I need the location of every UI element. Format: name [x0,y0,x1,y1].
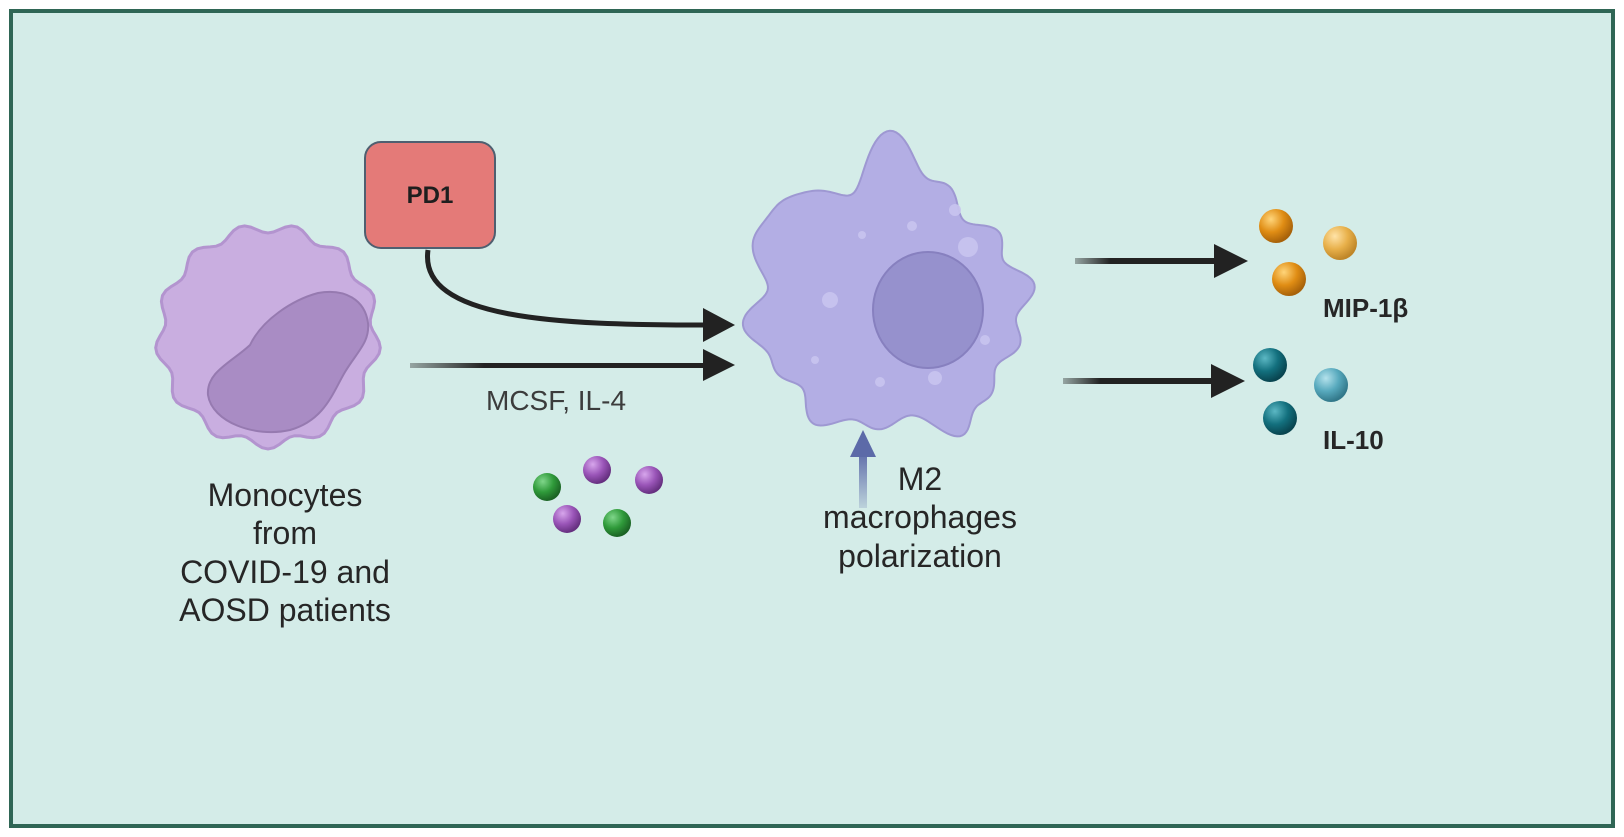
output-arrow-mip [1075,244,1248,278]
cytokine-particle-icon [1253,348,1287,382]
macrophage-cell-icon [741,129,1036,438]
monocyte-label: Monocytes from COVID-19 and AOSD patient… [150,476,420,630]
monocyte-cell-icon [154,224,382,451]
macrophage-label-line: macrophages [823,499,1017,536]
stimulus-arrow [410,349,735,381]
pd1-label: PD1 [406,182,454,209]
cytokine-particle-icon [603,509,631,537]
monocyte-label-line: AOSD patients [179,592,391,629]
il10-particles [1253,348,1348,435]
up-arrow-icon [850,430,876,508]
cytokine-particle-icon [553,505,581,533]
output-arrow-il10 [1063,364,1245,398]
monocyte-label-line: Monocytes [207,477,363,513]
cytokine-particle-icon [583,456,611,484]
cytokine-particle-icon [1263,401,1297,435]
il10-label: IL-10 [1323,425,1384,455]
macrophage-label: M2 macrophages polarization [800,460,1040,575]
stimulus-label: MCSF, IL-4 [486,385,627,416]
macrophage-label-line: M2 [897,461,943,497]
pd1-receptor-icon [364,141,496,249]
pd1-to-macrophage-arrow [425,249,735,342]
stimulus-particles [533,456,663,537]
cytokine-particle-icon [1323,226,1357,260]
cytokine-particle-icon [533,473,561,501]
macrophage-label-line: polarization [838,537,1002,574]
mip-label: MIP-1β [1323,293,1409,323]
monocyte-label-line: from [253,515,317,552]
cytokine-particle-icon [1259,209,1293,243]
mip-particles [1259,209,1357,296]
cytokine-particle-icon [1272,262,1306,296]
cytokine-particle-icon [635,466,663,494]
monocyte-label-line: COVID-19 and [180,553,390,590]
cytokine-particle-icon [1314,368,1348,402]
